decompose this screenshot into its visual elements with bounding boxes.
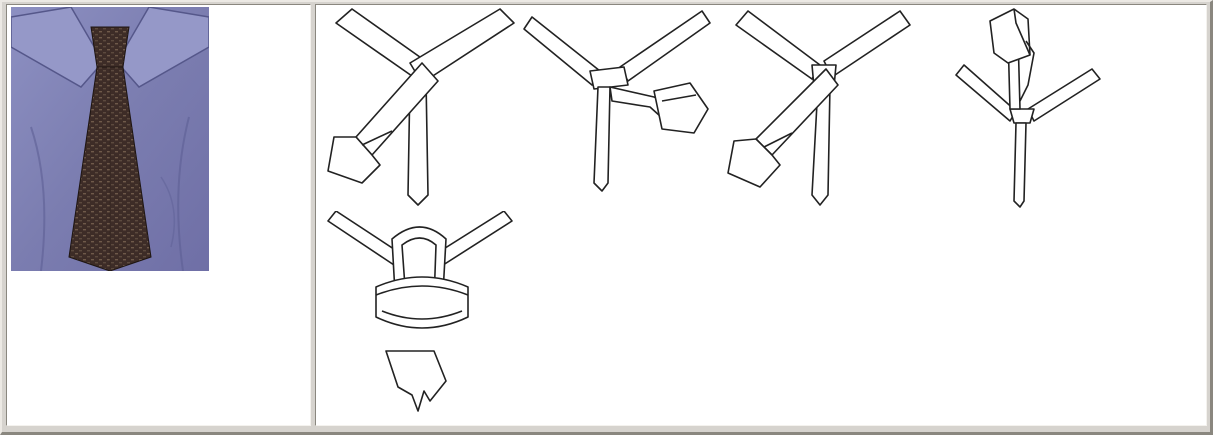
tie-knot-step-4: [920, 5, 1116, 210]
tie-knot-step-1: [322, 5, 518, 210]
steps-cell: [315, 4, 1207, 426]
photo-cell: [6, 4, 311, 426]
tie-knot-step-2: [520, 5, 716, 210]
tie-knot-step-3: [720, 5, 916, 210]
tie-knot-step-5: [322, 211, 518, 416]
tie-photo: [11, 7, 209, 271]
